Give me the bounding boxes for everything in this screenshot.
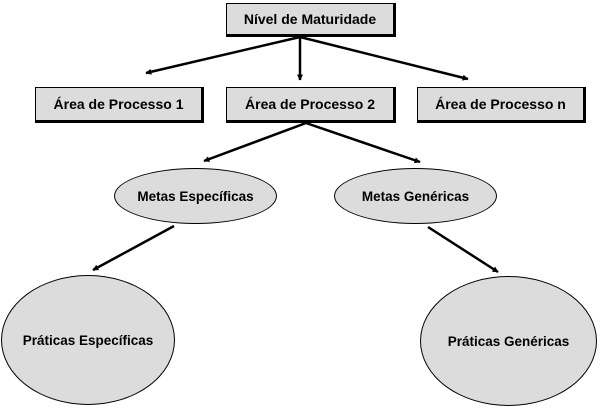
metas-genericas-node: Metas Genéricas bbox=[334, 168, 497, 224]
process-area-2-label: Área de Processo 2 bbox=[245, 96, 375, 112]
arrow-root-to-arean bbox=[299, 35, 469, 81]
process-area-1-label: Área de Processo 1 bbox=[53, 96, 184, 112]
arrow-area2-to-metas-genericas bbox=[305, 121, 421, 164]
arrow-root-to-area1 bbox=[145, 35, 301, 75]
process-area-2-node: Área de Processo 2 bbox=[226, 87, 396, 123]
arrow-area2-to-metas-especificas bbox=[203, 121, 307, 163]
praticas-especificas-node: Práticas Específicas bbox=[1, 275, 175, 405]
praticas-genericas-node: Práticas Genéricas bbox=[420, 276, 597, 406]
process-area-1-node: Área de Processo 1 bbox=[35, 87, 204, 123]
metas-genericas-label: Metas Genéricas bbox=[361, 188, 470, 204]
root-node: Nível de Maturidade bbox=[226, 3, 396, 37]
praticas-especificas-label: Práticas Específicas bbox=[22, 332, 154, 348]
process-area-n-label: Área de Processo n bbox=[435, 96, 566, 112]
root-node-label: Nível de Maturidade bbox=[243, 11, 377, 27]
praticas-genericas-label: Práticas Genéricas bbox=[447, 333, 570, 349]
arrow-metas-genericas-to-praticas bbox=[427, 225, 499, 274]
process-area-n-node: Área de Processo n bbox=[417, 87, 586, 123]
metas-especificas-label: Metas Específicas bbox=[137, 188, 254, 204]
arrow-metas-especificas-to-praticas bbox=[92, 224, 175, 272]
metas-especificas-node: Metas Específicas bbox=[114, 168, 277, 224]
